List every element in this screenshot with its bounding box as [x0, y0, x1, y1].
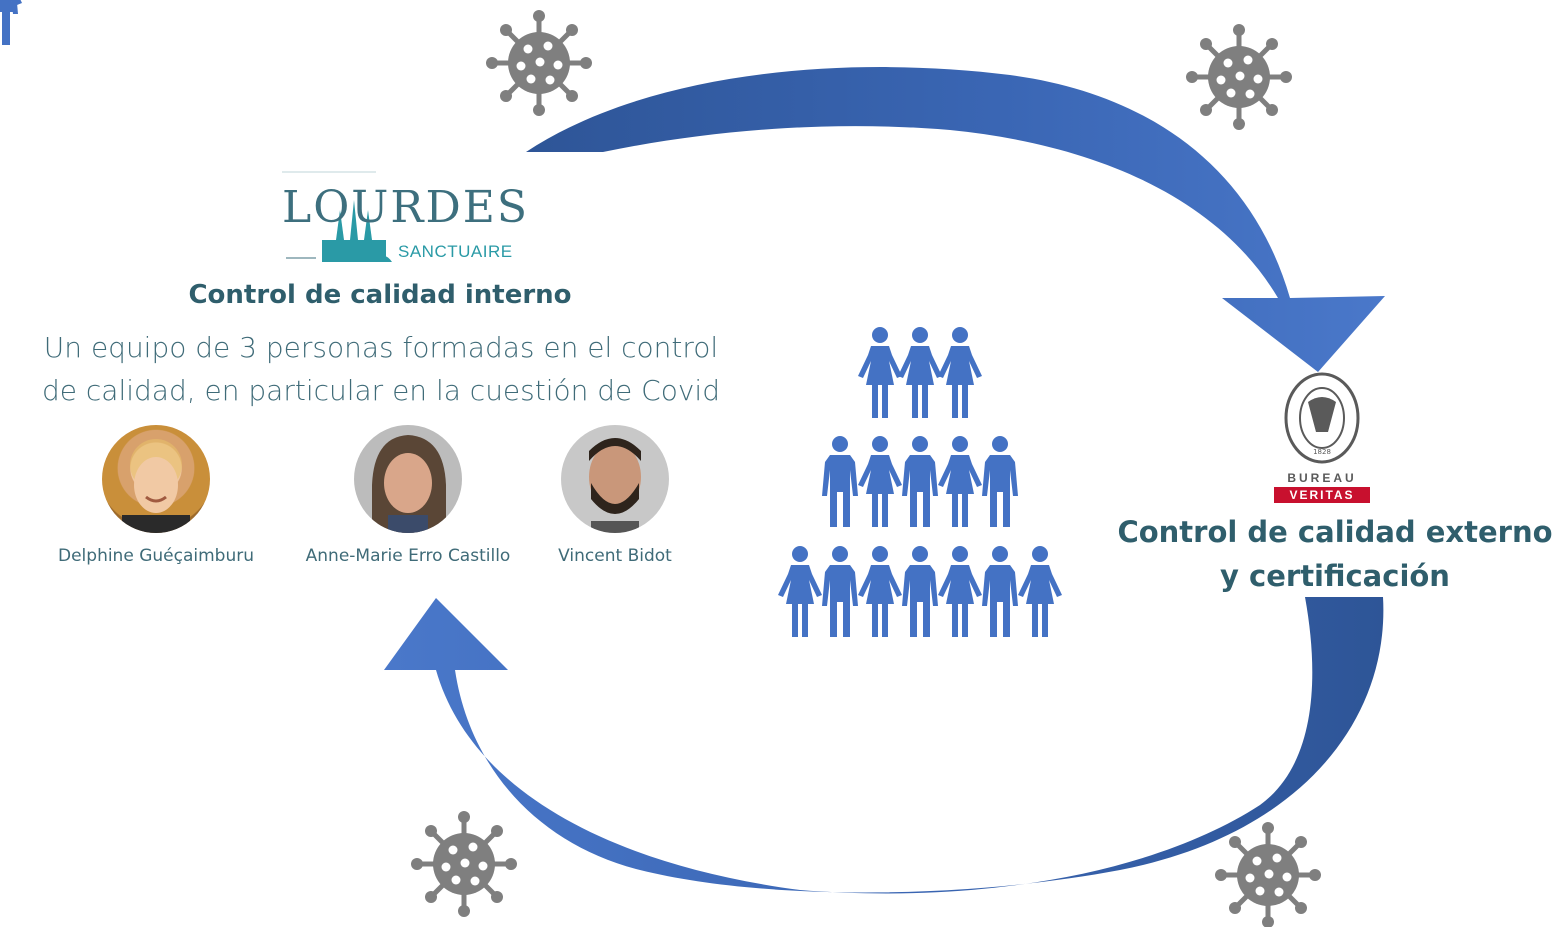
- logo-wordmark: LOURDES: [282, 182, 530, 233]
- description-line: de calidad, en particular en la cuestión…: [42, 374, 720, 407]
- team-member-name: Delphine Guéçaimburu: [58, 546, 254, 566]
- people-icon: [0, 0, 22, 45]
- external-control-title: Control de calidad externo y certificaci…: [1100, 510, 1560, 598]
- description-line: Un equipo de 3 personas formadas en el c…: [43, 331, 719, 364]
- team-member: Delphine Guéçaimburu: [36, 425, 276, 566]
- external-title-line: Control de calidad externo: [1117, 515, 1553, 549]
- team-member: Vincent Bidot: [495, 425, 735, 566]
- avatar: [354, 425, 462, 533]
- bv-line1: BUREAU: [1287, 471, 1356, 485]
- internal-control-description: Un equipo de 3 personas formadas en el c…: [0, 326, 762, 412]
- team-member: Anne-Marie Erro Castillo: [288, 425, 528, 566]
- logo-subtitle: SANCTUAIRE: [398, 242, 513, 261]
- people-group: [778, 327, 1062, 637]
- virus-icon: [1215, 822, 1321, 927]
- virus-icon: [1186, 24, 1292, 130]
- avatar: [561, 425, 669, 533]
- team-member-name: Anne-Marie Erro Castillo: [305, 546, 511, 566]
- bottom-cycle-arrow: [384, 597, 1384, 894]
- external-title-line: y certificación: [1220, 559, 1450, 593]
- top-cycle-arrow: [526, 67, 1385, 373]
- virus-icon: [486, 10, 592, 116]
- lourdes-logo: LOURDES SANCTUAIRE: [276, 170, 546, 264]
- team-member-name: Vincent Bidot: [558, 546, 672, 566]
- bureau-veritas-logo: 1828 BUREAU VERITAS: [1268, 372, 1376, 506]
- virus-icon: [411, 811, 517, 917]
- internal-control-title: Control de calidad interno: [188, 280, 572, 310]
- bv-line2: VERITAS: [1289, 488, 1354, 502]
- bv-year: 1828: [1313, 448, 1331, 456]
- avatar: [102, 425, 210, 533]
